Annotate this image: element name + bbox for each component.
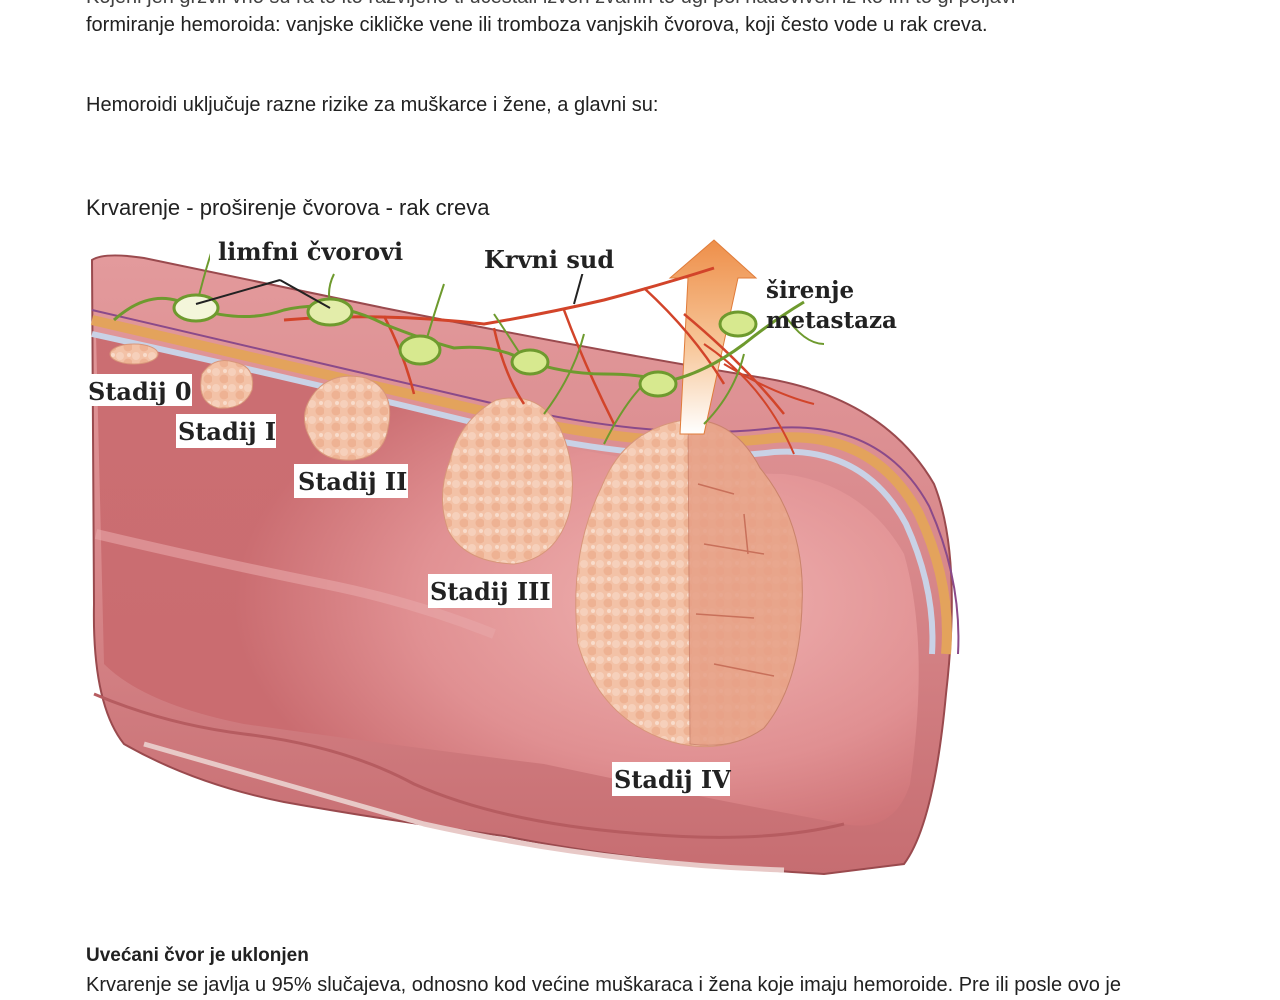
label-metastasis-line2: metastaza [766,307,897,334]
tumor-stage1 [201,361,253,409]
label-lymph-nodes: limfni čvorovi [218,237,403,266]
label-stage2: Stadij II [298,467,407,496]
illustration-svg: limfni čvorovi Krvni sud širenje metasta… [84,224,967,878]
lymph-node [720,312,756,336]
label-stage3: Stadij III [430,577,551,606]
bottom-paragraph-line: Krvarenje se javlja u 95% slučajeva, odn… [86,970,1121,1000]
section-title: Krvarenje - proširenje čvorova - rak cre… [86,193,489,223]
label-stage4: Stadij IV [614,765,731,794]
label-stage1: Stadij I [178,417,276,446]
colon-cancer-stages-illustration: limfni čvorovi Krvni sud širenje metasta… [84,224,967,878]
lymph-node [640,372,676,396]
intro-paragraph-line: formiranje hemoroida: vanjske cikličke v… [86,10,988,40]
lymph-node [308,299,352,325]
lymph-node [400,336,440,364]
lymph-node [512,350,548,374]
label-metastasis-line1: širenje [766,277,854,304]
subheading: Uvećani čvor je uklonjen [86,942,309,970]
label-blood-vessel: Krvni sud [484,245,614,274]
tumor-stage0 [110,344,158,364]
risk-intro-paragraph: Hemoroidi uključuje razne rizike za mušk… [86,90,658,120]
label-stage0: Stadij 0 [88,377,192,406]
